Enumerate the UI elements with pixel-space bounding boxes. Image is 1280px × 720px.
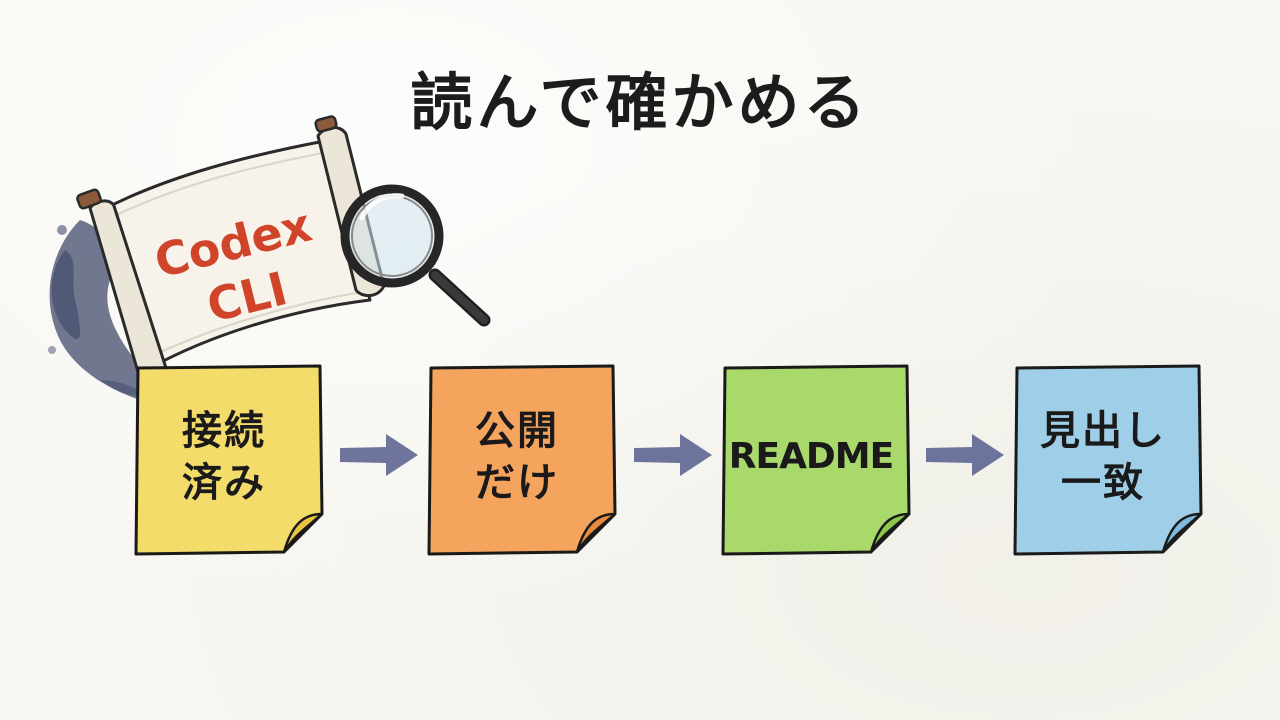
- step-label: 公開 だけ: [475, 408, 559, 506]
- step-note-public-only: 公開 だけ: [427, 364, 617, 556]
- sticky-note-shape: [721, 364, 911, 556]
- codex-scroll-illustration: Codex CLI: [48, 115, 491, 401]
- magnifying-glass-icon: [340, 184, 491, 327]
- page-title: 読んで確かめる: [410, 66, 870, 139]
- arrow-right-icon: [634, 434, 712, 476]
- step-label: README: [728, 435, 894, 477]
- step-note-heading-match: 見出し 一致: [1013, 364, 1203, 556]
- sticky-note-shape: [134, 364, 324, 556]
- step-note-readme: README: [721, 364, 911, 556]
- sticky-note-shape: [427, 364, 617, 556]
- arrow-right-icon: [926, 434, 1004, 476]
- step-label: 見出し 一致: [1040, 408, 1166, 506]
- arrow-right-icon: [340, 434, 418, 476]
- sticky-note-shape: [1013, 364, 1203, 556]
- step-label: 接続 済み: [182, 408, 266, 506]
- scroll-paper: [100, 138, 372, 370]
- step-note-connected: 接続 済み: [134, 364, 324, 556]
